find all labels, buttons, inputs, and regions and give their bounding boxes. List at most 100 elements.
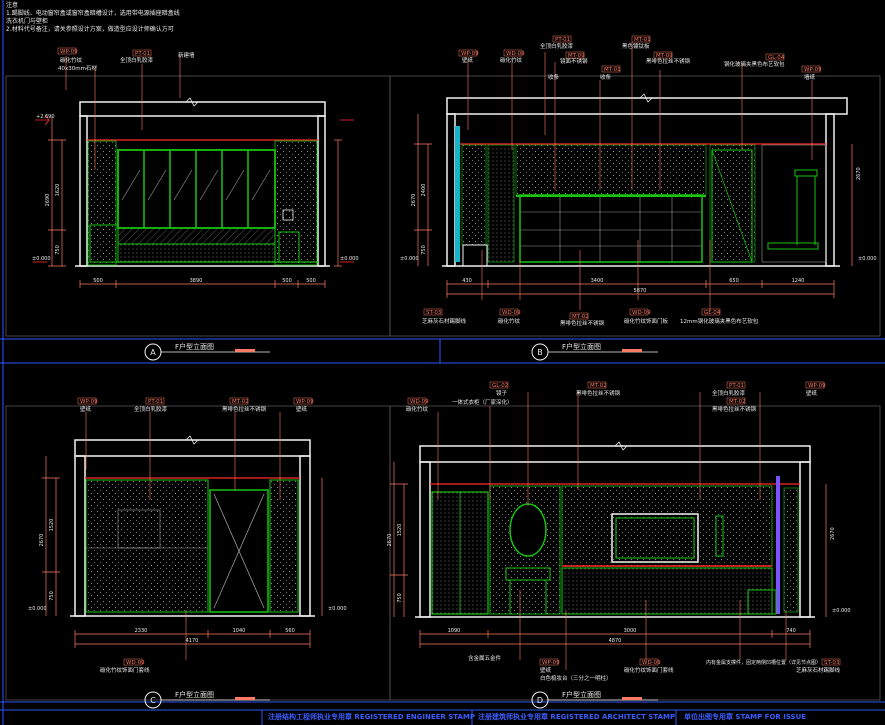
panel-a-tag-1-extra: 40x30mm石材 — [58, 64, 97, 72]
panel-b-btag-5-code: GL-04 — [704, 310, 721, 316]
panel-c-tag-1-code: WP-09 — [80, 399, 98, 405]
panel-d-dim-1: 1090 — [448, 628, 461, 634]
panel-d-dim-left-3: 750 — [397, 593, 403, 603]
panel-b-btag-2-code: WD-09 — [502, 310, 521, 316]
panel-c-tag-3-code: MT-02 — [232, 399, 249, 405]
panel-d-btag-5-code: ST-03 — [824, 660, 840, 666]
panel-b-btag-5-text: 12mm钢化玻璃夹黑色布艺软包 — [680, 317, 759, 325]
panel-b-tag-3-text: 全顶白乳胶漆 — [540, 42, 574, 50]
panel-b-tag-6-text: 收条 — [548, 73, 560, 81]
elevation-panel-a — [33, 56, 354, 361]
panel-b-btag-1-code: ST-03 — [426, 310, 442, 316]
panel-d-tag-3-text: 镜子 — [496, 389, 508, 397]
panel-b-tag-8-text: 黑啡色拉丝不锈钢 — [646, 57, 691, 65]
elevation-panel-d — [390, 392, 827, 709]
panel-a-dim-left-2: 2690 — [45, 194, 51, 207]
panel-d-dim-2: 3000 — [624, 628, 637, 634]
panel-d-letter: D — [537, 696, 543, 705]
panel-b-tag-5-text: 镜面不锈钢 — [560, 57, 588, 65]
panel-c-tag-3-text: 黑啡色拉丝不锈钢 — [222, 405, 267, 413]
stamp-architect: 注册建筑师执业专用章 REGISTERED ARCHITECT STAMP — [478, 713, 676, 721]
panel-c-tag-4-text: 壁纸 — [296, 405, 308, 413]
notes-line-1: 1.踢脚线、电动窗帘盒或窗帘盒暗槽设计，选用带电源插座暗盒线 — [6, 10, 180, 17]
panel-d-tag-6-text: 黑啡色拉丝不锈钢 — [712, 405, 757, 413]
panel-b-dim-left-2: 2670 — [411, 194, 417, 207]
panel-d-tag-5-text: 全顶白乳胶漆 — [712, 389, 746, 397]
panel-c-dim-total: 4170 — [186, 638, 199, 644]
panel-b-dim-2: 3400 — [591, 278, 604, 284]
panel-b-tag-4-code: MT-01 — [634, 37, 651, 43]
panel-a-title: F户型立面图 — [175, 342, 214, 351]
panel-b-btag-4-text: 碳化竹纹饰面门板 — [624, 317, 669, 325]
panel-c-level-floor: ±0.000 — [28, 606, 47, 612]
panel-c-level-floor-r: ±0.000 — [328, 606, 347, 612]
panel-d-btag-3-text: 碳化竹纹饰面门套线 — [624, 666, 674, 674]
panel-d-level-floor-r: ±0.000 — [832, 608, 851, 614]
panel-b-tag-7-code: MT-01 — [604, 67, 621, 73]
panel-c-tag-4-code: WP-09 — [296, 399, 314, 405]
panel-b-dim-3: 650 — [729, 278, 739, 284]
panel-b-dim-4: 1240 — [792, 278, 805, 284]
panel-b-btag-3-code: MT-02 — [572, 314, 589, 320]
panel-c-dim-left-2: 2670 — [39, 534, 45, 547]
panel-d-tag-1-text: 碳化竹纹 — [406, 405, 429, 413]
panel-d-btag-1-text: 壁纸 — [540, 666, 552, 674]
panel-c-btag-1-code: WD-09 — [126, 660, 145, 666]
panel-b-title: F户型立面图 — [562, 342, 601, 351]
panel-d-tag-2-text: 一体式衣柜（厂家深化） — [452, 398, 513, 406]
panel-b-dim-left-3: 750 — [421, 245, 427, 255]
panel-b-dim-1: 430 — [462, 278, 472, 284]
panel-d-tag-7-text: 壁纸 — [806, 389, 818, 397]
panel-d-tag-4-code: MT-02 — [590, 383, 607, 389]
panel-c-letter: C — [150, 696, 156, 705]
panel-a-tag-2-text: 全顶白乳胶漆 — [120, 56, 154, 64]
panel-b-tag-2-text: 碳化竹纹 — [500, 56, 523, 64]
panel-b-tag-10-code: WP-09 — [804, 67, 822, 73]
panel-a-dim-2: 3890 — [190, 278, 203, 284]
panel-a-dim-left-1: 1620 — [55, 184, 61, 197]
panel-c-dim-left-3: 750 — [49, 591, 55, 601]
panel-b-letter: B — [537, 348, 543, 357]
panel-b-tag-8-code: MT-09 — [656, 53, 673, 59]
panel-a-tag-1-text: 碳化竹纹 — [60, 56, 83, 64]
panel-b-tag-4-text: 黑色镀钛板 — [622, 42, 650, 50]
panel-d-btag-5-text: 芝麻灰石材踢脚线 — [796, 666, 841, 674]
notes-title: 注意 — [6, 2, 19, 9]
panel-a-level-top: +2.690 — [36, 114, 55, 120]
panel-b-dim-left-1: 2400 — [421, 184, 427, 197]
panel-d-dim-left-2: 2670 — [387, 534, 393, 547]
panel-b-tag-9-code: GL-04 — [768, 55, 785, 61]
panel-c-btag-1-text: 碳化竹纹饰面门套线 — [100, 666, 150, 674]
panel-d-title: F户型立面图 — [562, 690, 601, 699]
panel-d-tag-3-code: GL-02 — [492, 383, 508, 389]
panel-a-level-floor-r: ±0.000 — [340, 256, 359, 262]
panel-d-tag-7-code: WP-09 — [808, 383, 826, 389]
panel-b-tag-10-text: 墙纸 — [804, 73, 816, 81]
panel-d-dim-left-1: 1520 — [397, 524, 403, 537]
notes-line-2: 洗衣机门与壁柜 — [6, 18, 49, 25]
panel-b-dim-right: 2670 — [856, 167, 862, 180]
panel-d-tag-1-code: WD-09 — [410, 399, 429, 405]
panel-c-dim-2: 1040 — [233, 628, 246, 634]
panel-d-tag-6-code: MT-02 — [729, 399, 746, 405]
panel-c-tag-2-text: 全顶白乳胶漆 — [134, 405, 168, 413]
panel-d-tag-4-text: 黑啡色拉丝不锈钢 — [576, 389, 621, 397]
panel-d-dim-total: 4870 — [609, 638, 622, 644]
elevation-panel-b — [414, 42, 853, 361]
panel-a-dim-1: 500 — [93, 278, 103, 284]
panel-b-tag-9-text: 钢化玻璃夹黑色布艺软包 — [724, 60, 785, 68]
elevation-panel-c — [42, 412, 323, 709]
panel-c-dim-1: 2330 — [135, 628, 148, 634]
panel-d-btag-4-text: 内有金属支撑件，固定两侧凹槽位置（详见节点图） — [706, 659, 821, 666]
panel-b-tag-5-code: MT-09 — [568, 53, 585, 59]
panel-b-tag-1-text: 壁纸 — [462, 56, 474, 64]
panel-c-tag-1-text: 壁纸 — [80, 405, 92, 413]
panel-b-tag-3-code: PT-01 — [555, 37, 570, 43]
panel-a-level-floor: ±0.000 — [32, 256, 51, 262]
panel-d-extra: 含金属五金件 — [468, 654, 502, 662]
panel-b-tag-2-code: WD-09 — [506, 51, 525, 57]
panel-b-tag-1-code: WP-09 — [461, 51, 479, 57]
panel-d-tag-5-code: PT-01 — [729, 383, 744, 389]
panel-d-btag-3-code: WD-09 — [642, 660, 661, 666]
